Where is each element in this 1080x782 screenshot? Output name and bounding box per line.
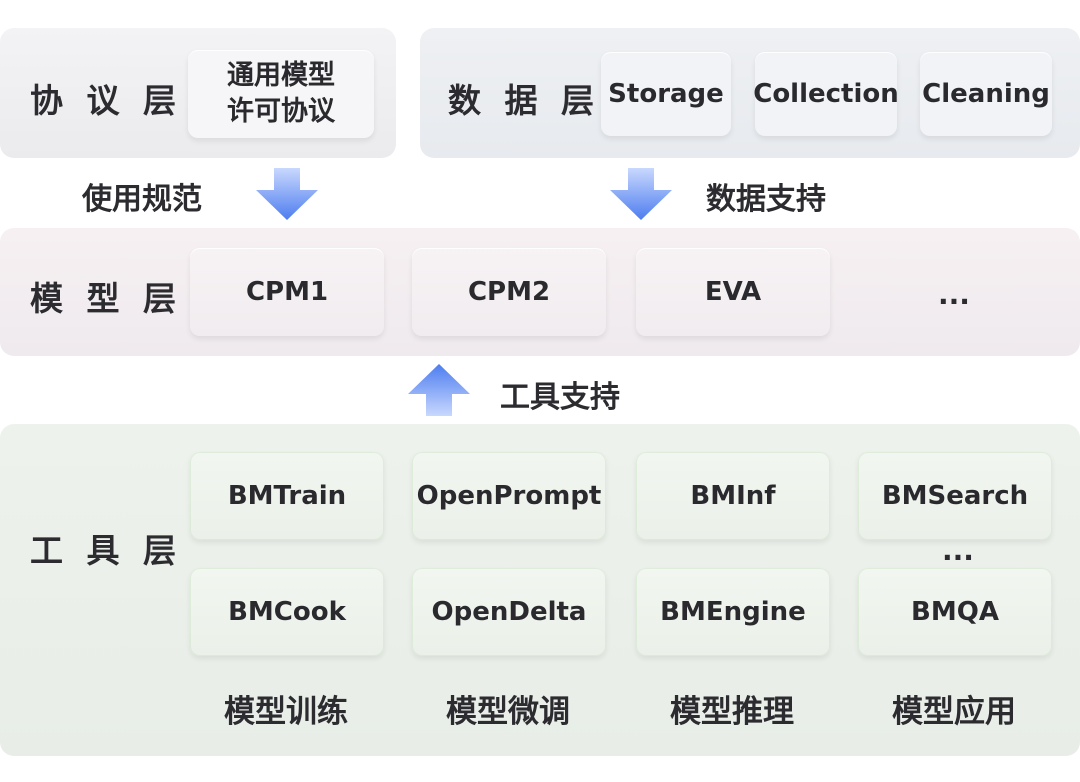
tool-item-opendelta: OpenDelta [412, 568, 606, 656]
data-support-label: 数据支持 [706, 182, 826, 217]
data-item-cleaning: Cleaning [920, 52, 1052, 136]
model-more-ellipsis: ... [938, 278, 970, 311]
protocol-layer-title: 协 议 层 [30, 81, 182, 120]
category-inference-label: 模型推理 [670, 694, 794, 730]
tool-item-bmsearch: BMSearch [858, 452, 1052, 540]
tool-item-bmengine: BMEngine [636, 568, 830, 656]
data-item-storage: Storage [601, 52, 731, 136]
tool-item-bmtrain: BMTrain [190, 452, 384, 540]
model-license-line1: 通用模型 [227, 59, 335, 91]
model-item-eva: EVA [636, 248, 830, 336]
model-license-line2: 许可协议 [227, 96, 335, 127]
data-layer-title: 数 据 层 [448, 81, 600, 120]
tool-item-bmqa: BMQA [858, 568, 1052, 656]
category-application-label: 模型应用 [892, 694, 1016, 730]
tool-item-bmcook: BMCook [190, 568, 384, 656]
usage-norms-label: 使用规范 [82, 182, 202, 217]
data-item-collection: Collection [753, 52, 899, 136]
tool-support-label: 工具支持 [500, 380, 620, 415]
model-item-cpm1: CPM1 [190, 248, 384, 336]
tool-item-openprompt: OpenPrompt [412, 452, 606, 540]
tool-item-bminf: BMInf [636, 452, 830, 540]
down-arrow-icon [256, 168, 318, 220]
category-training-label: 模型训练 [224, 694, 348, 730]
tool-layer-title: 工 具 层 [30, 531, 182, 570]
category-finetuning-label: 模型微调 [446, 694, 570, 730]
model-item-cpm2: CPM2 [412, 248, 606, 336]
tool-more-ellipsis: ... [942, 534, 974, 567]
model-license-chip: 通用模型 许可协议 [188, 50, 374, 138]
model-layer-title: 模 型 层 [30, 279, 182, 318]
down-arrow-icon [610, 168, 672, 220]
up-arrow-icon [408, 364, 470, 416]
